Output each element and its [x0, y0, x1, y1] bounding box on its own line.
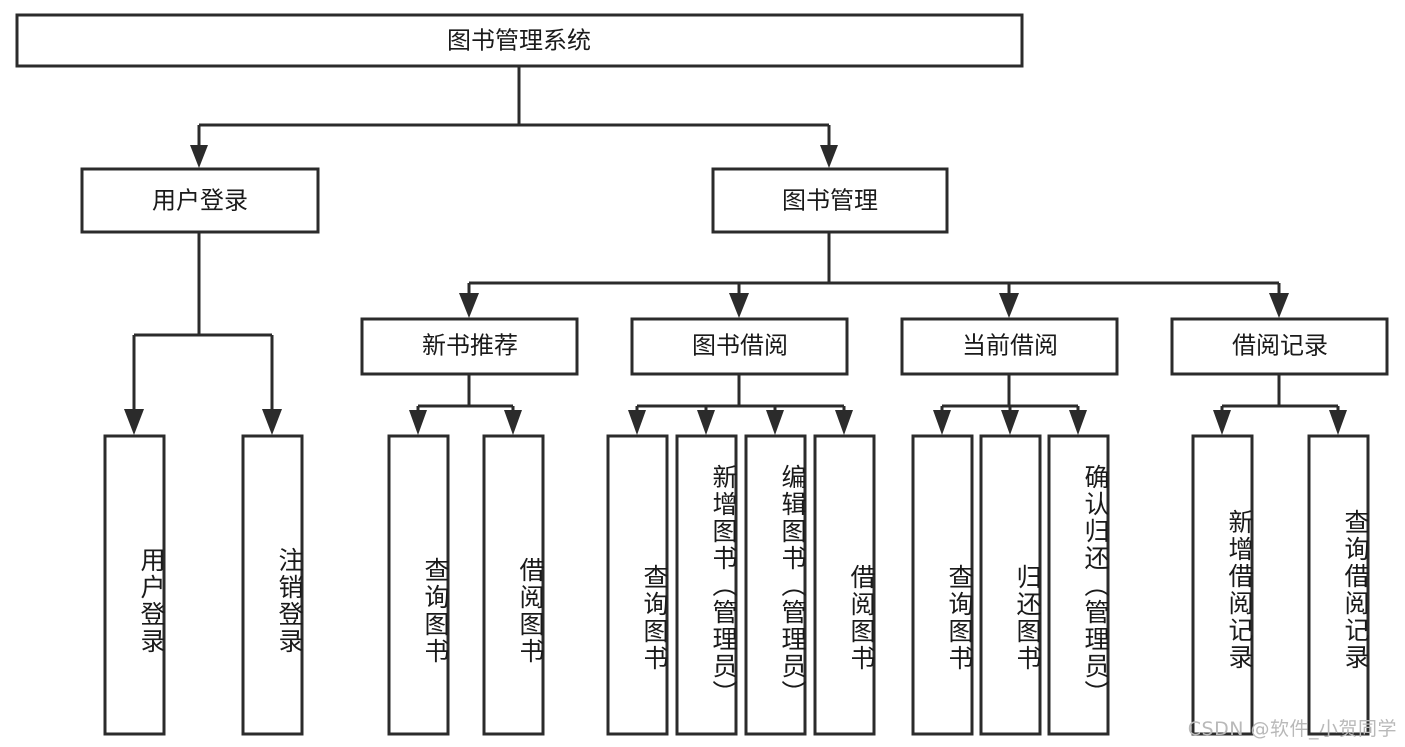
arrow-icon: [820, 145, 838, 168]
arrow-icon: [835, 410, 853, 435]
node-label: 图书管理系统: [447, 27, 591, 54]
leaf-box-add-record[interactable]: [1191, 434, 1254, 736]
leaf-box-add-book[interactable]: [675, 434, 738, 736]
connector-current-to-leaves: [933, 374, 1087, 435]
node-label: 图书借阅: [692, 332, 788, 359]
arrow-icon: [1269, 293, 1289, 318]
arrow-icon: [1329, 410, 1347, 435]
node-label: 图书管理: [782, 187, 878, 214]
connector-record-to-leaves: [1213, 374, 1347, 435]
node-new-book-recommend[interactable]: 新书推荐: [360, 317, 579, 376]
node-label: 新书推荐: [422, 332, 518, 359]
leaf-box-edit-book[interactable]: [744, 434, 807, 736]
connector-borrow-to-leaves: [628, 374, 853, 435]
node-root-system[interactable]: 图书管理系统: [15, 13, 1024, 68]
arrow-icon: [1213, 410, 1231, 435]
connector-root-to-level2: [190, 66, 838, 168]
node-borrow-record[interactable]: 借阅记录: [1170, 317, 1389, 376]
node-label: 当前借阅: [962, 332, 1058, 359]
leaf-box-query-book-current[interactable]: [911, 434, 974, 736]
arrow-icon: [766, 410, 784, 435]
connector-newbook-to-leaves: [409, 374, 522, 435]
leaf-box-logout[interactable]: [241, 434, 304, 736]
arrow-icon: [999, 293, 1019, 318]
leaf-box-borrow-book[interactable]: [813, 434, 876, 736]
leaf-box-borrow-book-rec[interactable]: [482, 434, 545, 736]
arrow-icon: [504, 410, 522, 435]
arrow-icon: [697, 410, 715, 435]
arrow-icon: [190, 145, 208, 168]
leaf-box-query-book-rec[interactable]: [387, 434, 450, 736]
arrow-icon: [459, 293, 479, 318]
connector-userlogin-to-leaves: [124, 232, 282, 435]
node-label: 借阅记录: [1232, 332, 1328, 359]
arrow-icon: [628, 410, 646, 435]
watermark-text: CSDN @软件_小贺同学: [1187, 718, 1397, 740]
leaf-box-user-login[interactable]: [103, 434, 166, 736]
node-book-borrow[interactable]: 图书借阅: [630, 317, 849, 376]
leaf-box-return-book[interactable]: [979, 434, 1042, 736]
leaf-box-query-record[interactable]: [1307, 434, 1370, 736]
arrow-icon: [1069, 410, 1087, 435]
arrow-icon: [409, 410, 427, 435]
connector-bookmgmt-to-level3: [459, 232, 1289, 318]
arrow-icon: [933, 410, 951, 435]
node-user-login[interactable]: 用户登录: [80, 167, 320, 234]
node-label: 用户登录: [152, 187, 248, 214]
leaf-box-confirm-return[interactable]: [1047, 434, 1110, 736]
arrow-icon: [124, 409, 144, 435]
arrow-icon: [1001, 410, 1019, 435]
node-current-borrow[interactable]: 当前借阅: [900, 317, 1119, 376]
leaf-boxes: [103, 434, 1370, 736]
arrow-icon: [262, 409, 282, 435]
arrow-icon: [729, 293, 749, 318]
leaf-box-query-book-borrow[interactable]: [606, 434, 669, 736]
node-book-management[interactable]: 图书管理: [711, 167, 949, 234]
